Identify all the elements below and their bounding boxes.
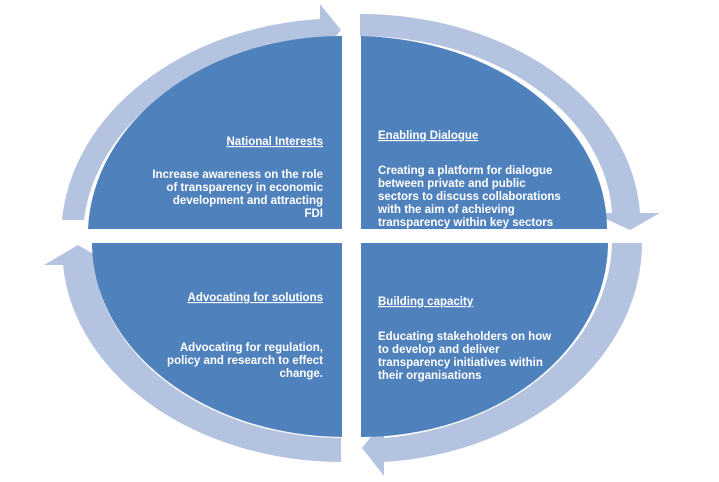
arrow-bottom-left: [44, 245, 341, 462]
quadrant-title-building-capacity: Building capacity: [378, 296, 474, 308]
quadrant-body-line: transparency initiatives within: [378, 357, 543, 369]
quadrant-title-enabling-dialogue: Enabling Dialogue: [378, 130, 478, 142]
quadrant-body-line: sectors to discuss collaborations: [378, 191, 561, 203]
quadrant-body-line: their organisations: [378, 370, 482, 382]
quadrant-body-line: development and attracting: [173, 195, 323, 207]
quadrant-top-right: [361, 36, 608, 229]
quadrant-bottom-left: [91, 243, 343, 437]
quadrant-body-line: of transparency in economic: [166, 182, 323, 194]
quadrant-body-line: between private and public: [378, 178, 526, 190]
quadrant-title-advocating-for-solutions: Advocating for solutions: [188, 292, 323, 304]
arrow-bottom-right: [362, 243, 642, 476]
arrow-top-left: [62, 4, 341, 220]
text-bottom-left: Advocating for solutions Advocating for …: [167, 292, 323, 380]
quadrant-body-line: change.: [280, 368, 323, 380]
quadrant-body-line: Creating a platform for dialogue: [378, 165, 552, 177]
quadrant-body-line: transparency within key sectors: [378, 217, 553, 229]
quadrant-body-line: Increase awareness on the role: [152, 169, 323, 181]
quadrant-title-national-interests: National Interests: [227, 136, 324, 148]
quadrant-body-line: with the aim of achieving: [377, 204, 515, 216]
quadrant-body-line: Advocating for regulation,: [180, 342, 323, 354]
cycle-arrows: [44, 4, 660, 476]
arrow-top-right: [360, 13, 660, 231]
quadrant-body-line: Educating stakeholders on how: [378, 331, 551, 343]
quadrant-top-left: [88, 35, 342, 229]
quadrant-body-line: FDI: [304, 208, 323, 220]
text-top-left: National Interests Increase awareness on…: [152, 136, 323, 220]
quadrant-body-line: policy and research to effect: [167, 355, 323, 367]
text-bottom-right: Building capacity Educating stakeholders…: [378, 296, 551, 382]
quadrants: [88, 35, 608, 437]
text-top-right: Enabling Dialogue Creating a platform fo…: [377, 130, 561, 229]
quadrant-body-line: to develop and deliver: [378, 344, 500, 356]
quadrant-bottom-right: [361, 243, 608, 437]
